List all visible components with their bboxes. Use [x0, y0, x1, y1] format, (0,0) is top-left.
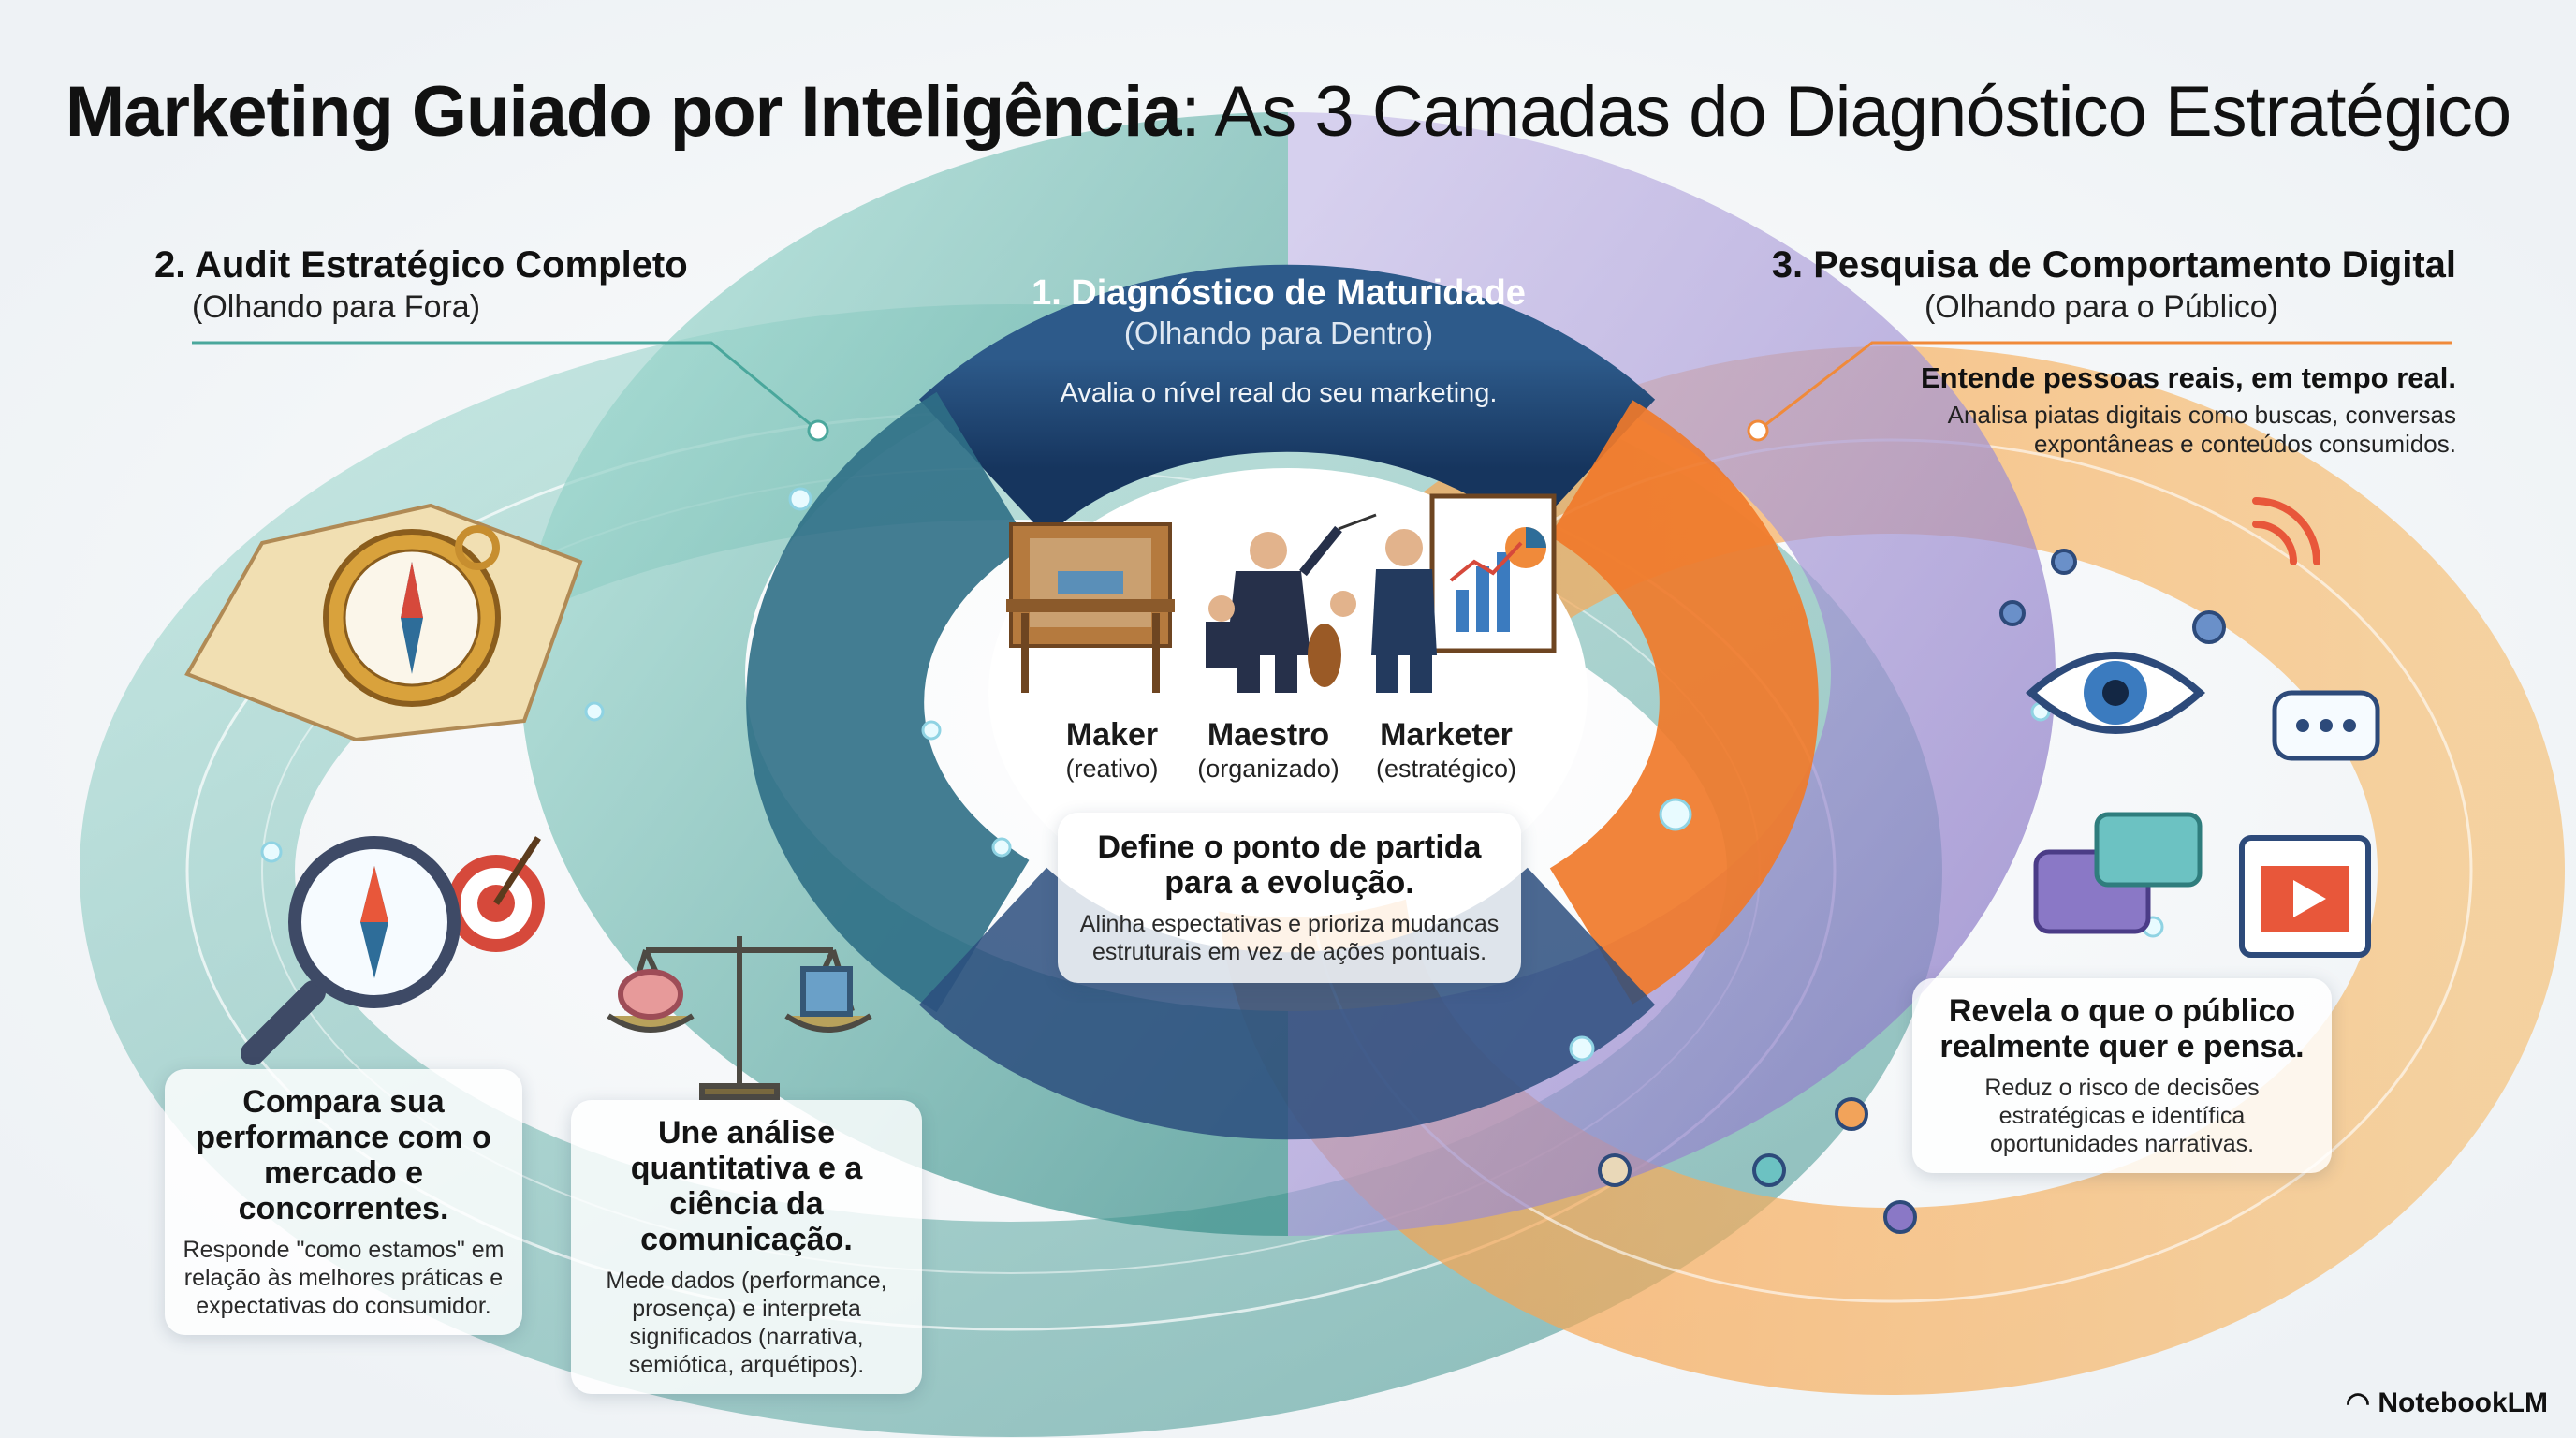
presentation-icon: [1371, 493, 1557, 693]
workbench-icon: [1006, 522, 1175, 693]
brand-logo-icon: ◠: [2345, 1387, 2378, 1418]
audit-subtitle: (Olhando para Fora): [192, 289, 481, 325]
middle-ring: [520, 112, 2056, 1236]
people-icon: [1598, 549, 2226, 1234]
chat-bubble-icon: [2033, 690, 2380, 934]
page-title: Marketing Guiado por Inteligência: As 3 …: [65, 72, 2511, 152]
video-player-icon: [2239, 835, 2371, 958]
eye-icon: [2025, 652, 2206, 734]
behavior-lead-body: Analisa piatas digitais como buscas, con…: [1947, 401, 2456, 458]
maturity-tagline: Avalia o nível real do seu marketing.: [1060, 378, 1498, 408]
maturity-subtitle: (Olhando para Dentro): [1123, 315, 1434, 350]
balance-scale-icon: [607, 936, 872, 1100]
magnifier-target-icon: [241, 836, 545, 1065]
level-marketer: Marketer(estratégico): [1375, 717, 1517, 783]
audit-card-analysis: Une análise quantitativa e a ciência da …: [571, 1100, 922, 1394]
wifi-signal-icon: [2252, 497, 2320, 565]
maturity-card: Define o ponto de partida para a evoluçã…: [1058, 813, 1521, 983]
behavior-lead: Entende pessoas reais, em tempo real.: [1920, 361, 2456, 394]
audit-card-compare: Compara sua performance com o mercado e …: [165, 1069, 522, 1335]
map-compass-icon: [184, 503, 583, 742]
maturity-header: 1. Diagnóstico de Maturidade (Olhando pa…: [932, 271, 1625, 410]
level-maestro: Maestro(organizado): [1197, 717, 1339, 783]
conductor-icon: [1206, 513, 1377, 693]
level-maker: Maker(reativo): [1065, 717, 1159, 783]
maturity-title: 1. Diagnóstico de Maturidade: [1032, 273, 1526, 313]
behavior-card: Revela o que o público realmente quer e …: [1912, 978, 2332, 1173]
connector-lines: [192, 341, 2452, 442]
brand-mark: ◠ NotebookLM: [2345, 1387, 2548, 1418]
audit-title: 2. Audit Estratégico Completo: [154, 244, 688, 286]
behavior-title: 3. Pesquisa de Comportamento Digital: [1771, 244, 2456, 286]
behavior-subtitle: (Olhando para o Público): [1924, 289, 2278, 325]
